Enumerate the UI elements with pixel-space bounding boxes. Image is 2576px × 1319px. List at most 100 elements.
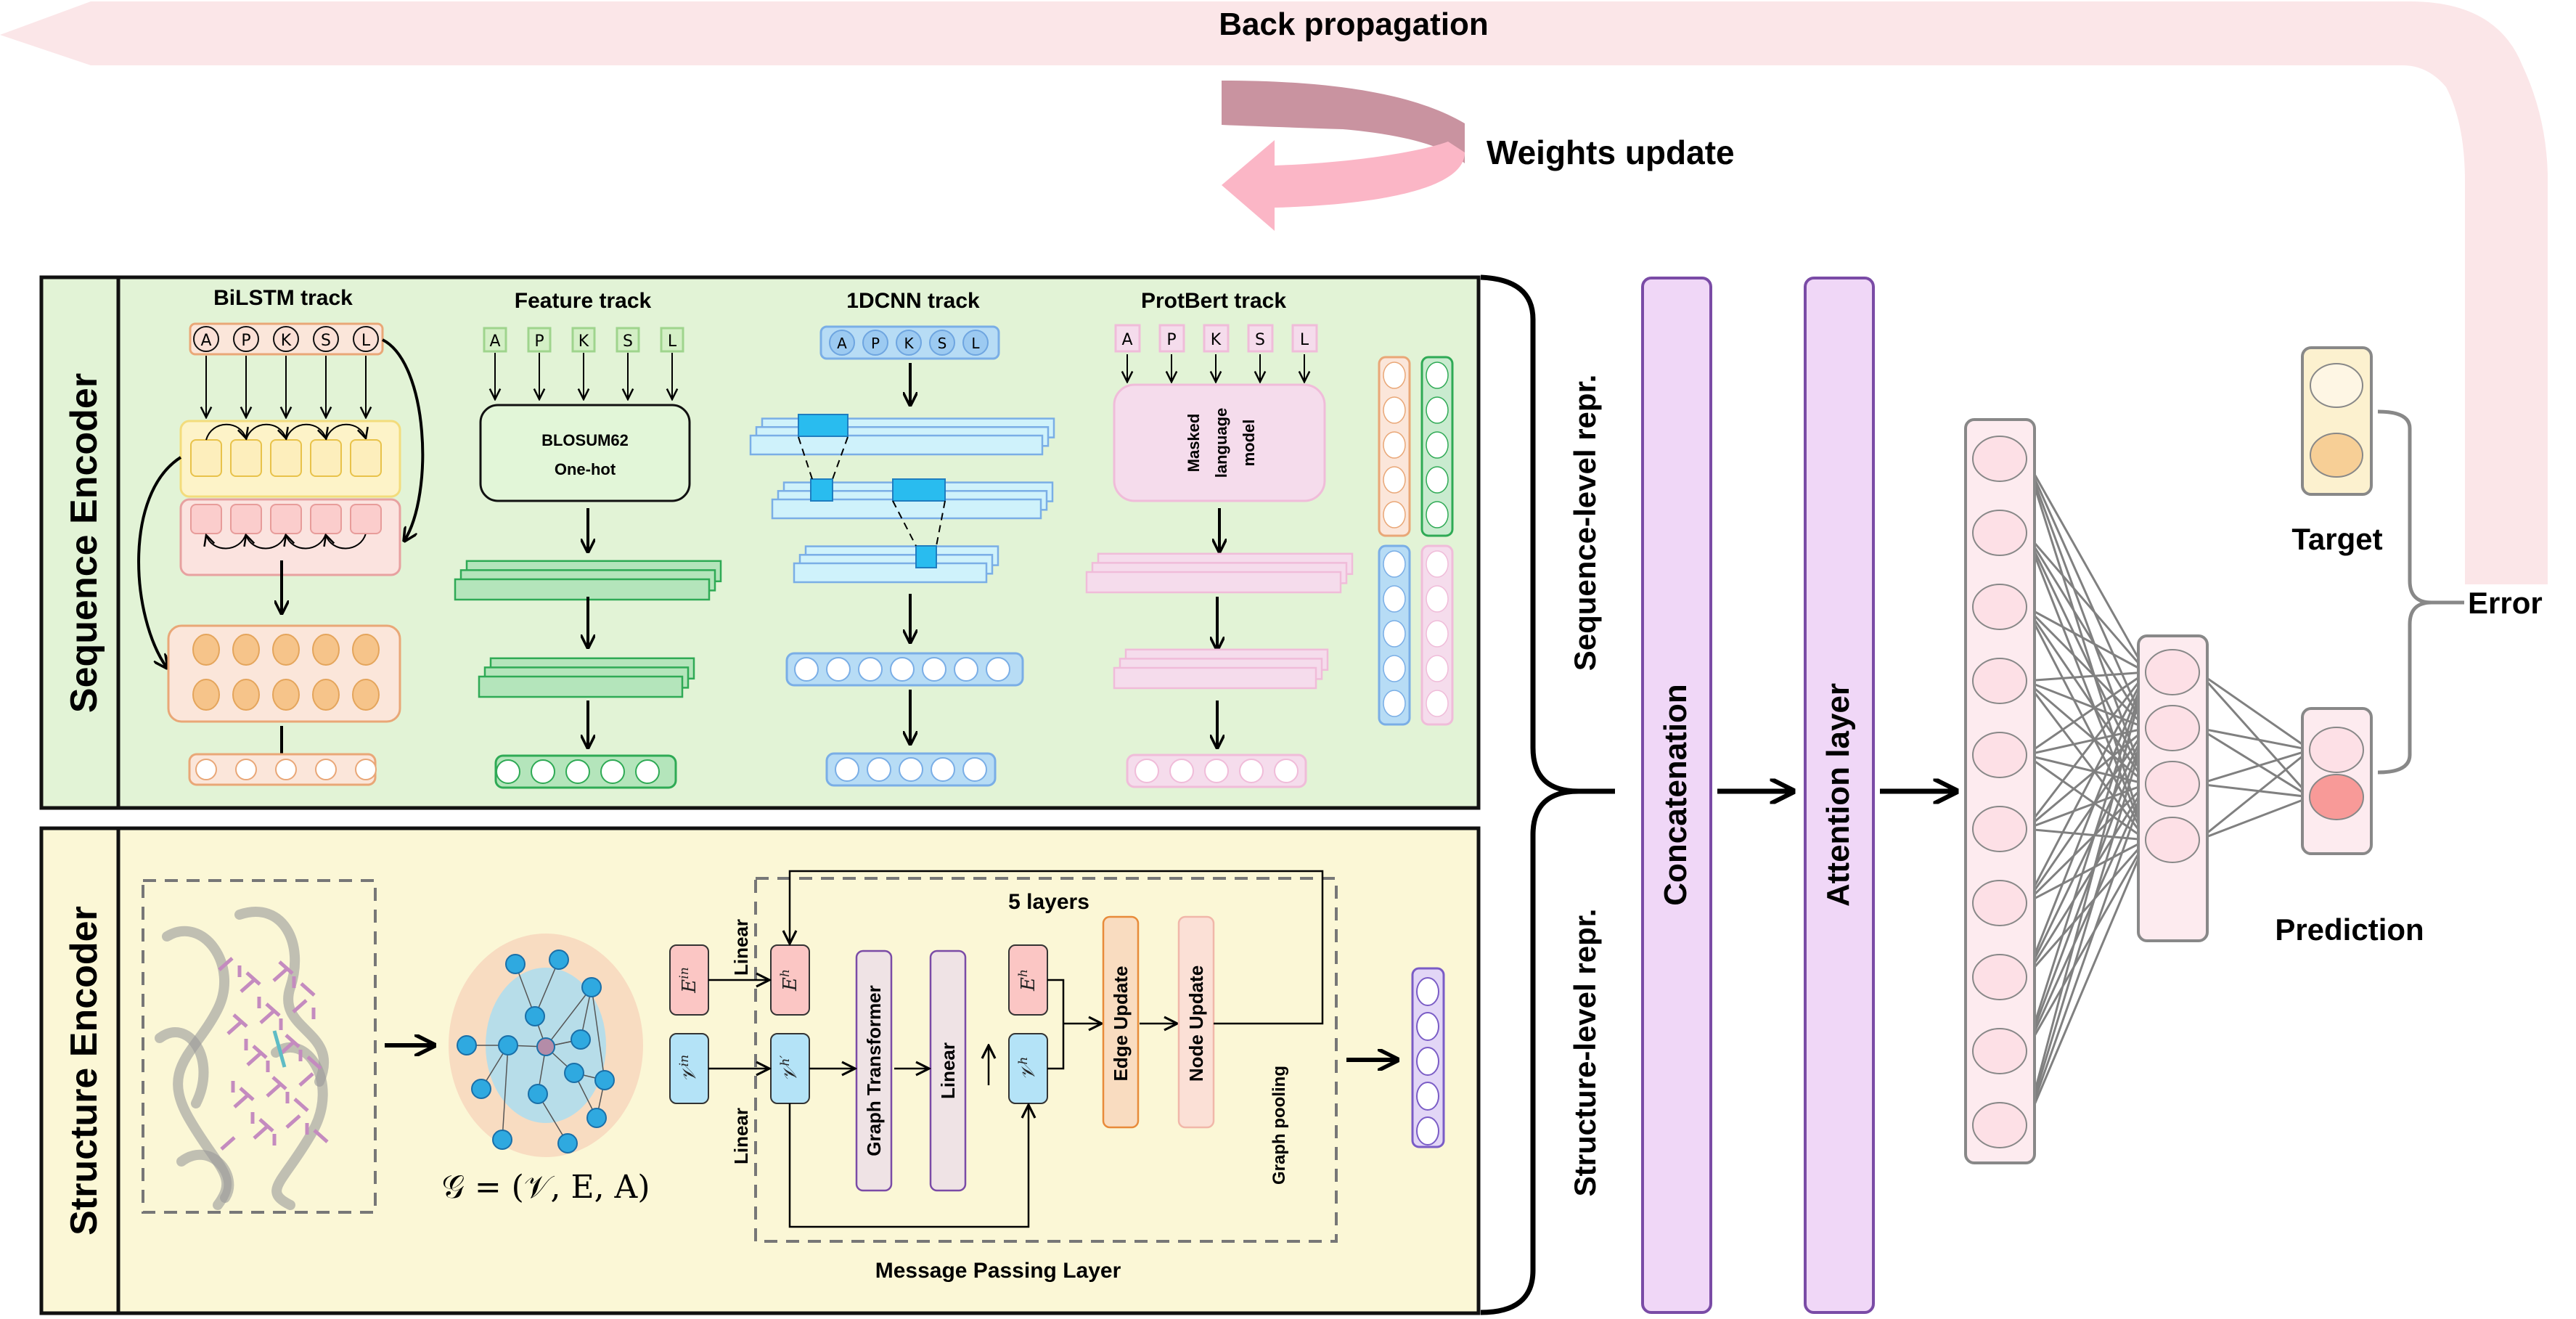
hidden-unit bbox=[312, 679, 340, 711]
graph-edge bbox=[591, 987, 605, 1081]
attention-layer: Attention layer bbox=[1804, 277, 1875, 1314]
svg-text:𝒱h′: 𝒱h′ bbox=[778, 1055, 801, 1082]
onehot-label: One-hot bbox=[555, 460, 616, 478]
mlp-connection bbox=[2024, 532, 2148, 729]
svg-text:Node Update: Node Update bbox=[1185, 965, 1207, 1082]
mlp-connection bbox=[2024, 606, 2148, 785]
vector-unit bbox=[1383, 396, 1406, 424]
mlm-line2: language bbox=[1212, 408, 1230, 478]
mlp-connection bbox=[2024, 606, 2148, 841]
residue-label: K bbox=[281, 332, 292, 350]
bilstm-track-title: BiLSTM track bbox=[213, 286, 353, 310]
residue-label: L bbox=[361, 332, 371, 350]
svg-text:Ein: Ein bbox=[677, 967, 700, 993]
forward-link bbox=[325, 423, 366, 440]
weights-update-arrow-back bbox=[1222, 81, 1465, 163]
output-unit bbox=[496, 759, 520, 784]
residue-circle bbox=[313, 326, 339, 352]
mlp-connection bbox=[2024, 839, 2148, 1052]
output-unit bbox=[600, 759, 625, 784]
ligand-stick bbox=[220, 1136, 236, 1151]
mlp-connection bbox=[2025, 754, 2147, 841]
back-propagation-label: Back propagation bbox=[1219, 7, 1489, 42]
residue-label: A bbox=[200, 332, 211, 350]
output-unit bbox=[1239, 759, 1264, 783]
vector-unit bbox=[1383, 466, 1406, 494]
mlp-connection bbox=[2024, 839, 2148, 978]
weights-update-arrow-front bbox=[1222, 140, 1465, 231]
edge-hidden-node-2: Eh bbox=[1008, 944, 1048, 1016]
residue-box bbox=[1291, 324, 1318, 353]
output-unit bbox=[1416, 1047, 1439, 1076]
vector-unit bbox=[1426, 466, 1449, 494]
residue-label: K bbox=[578, 332, 589, 351]
blosum62-label: BLOSUM62 bbox=[541, 431, 629, 449]
track-output-vectors bbox=[1378, 356, 1454, 726]
representation-brace bbox=[1480, 274, 1615, 1315]
mlp-neuron bbox=[1972, 510, 2027, 556]
receptive-field-line bbox=[832, 436, 849, 480]
graph-edge bbox=[545, 987, 592, 1048]
hidden-unit bbox=[352, 634, 380, 666]
weights-update-arrow: Weights update bbox=[1222, 81, 1735, 231]
vector-unit bbox=[1426, 620, 1449, 648]
residue-box bbox=[616, 327, 640, 353]
ligand-stick bbox=[218, 957, 234, 971]
hidden-unit bbox=[312, 634, 340, 666]
graph-node bbox=[586, 1108, 607, 1128]
mlp-neuron bbox=[1972, 658, 2027, 704]
residue-label: P bbox=[534, 332, 544, 351]
lstm-backward-cell bbox=[270, 504, 302, 534]
bilstm-hidden-box bbox=[167, 624, 401, 723]
residue-box bbox=[1158, 324, 1185, 353]
graph-node bbox=[471, 1079, 491, 1099]
graph-node bbox=[525, 1006, 545, 1026]
mlp-connection bbox=[2198, 671, 2311, 751]
residue-label: L bbox=[1300, 331, 1309, 349]
svg-text:Eh: Eh bbox=[778, 969, 801, 992]
ligand-stick bbox=[313, 1129, 329, 1143]
residue-circle bbox=[353, 326, 379, 352]
ligand-stick bbox=[258, 1118, 274, 1132]
graph-illustration bbox=[449, 934, 643, 1157]
svg-text:Eh: Eh bbox=[1016, 969, 1039, 992]
ligand-stick bbox=[245, 971, 261, 986]
ligand-stick bbox=[233, 1094, 249, 1108]
receptive-field-line bbox=[892, 500, 917, 547]
mlp-neuron bbox=[1972, 1102, 2027, 1148]
target-label: Target bbox=[2291, 522, 2382, 556]
graph-node bbox=[505, 954, 526, 974]
lstm-forward-cell bbox=[350, 439, 382, 477]
ligand-stick bbox=[271, 1076, 287, 1090]
mlp-connection bbox=[2025, 679, 2147, 785]
forward-link bbox=[285, 423, 326, 440]
feature-unit bbox=[986, 657, 1010, 682]
residue-label: P bbox=[1166, 331, 1176, 349]
residue-box bbox=[1203, 324, 1230, 353]
feature-unit bbox=[922, 657, 946, 682]
vector-unit bbox=[1383, 362, 1406, 389]
mlp-connection bbox=[2024, 783, 2148, 1126]
five-layers-label: 5 layers bbox=[1008, 890, 1089, 914]
mlp-connection bbox=[2024, 458, 2148, 673]
mlp-connection bbox=[2025, 838, 2147, 904]
mlp-connection bbox=[2024, 458, 2148, 841]
vector-unit bbox=[1426, 501, 1449, 528]
residue-label: A bbox=[1121, 331, 1132, 349]
lstm-backward-cell bbox=[190, 504, 222, 534]
ligand-stick bbox=[252, 1045, 268, 1059]
vector-unit bbox=[1383, 585, 1406, 613]
mlp-connection bbox=[2198, 727, 2311, 799]
graph-edge bbox=[534, 959, 560, 1017]
graph-node bbox=[492, 1130, 512, 1150]
hidden-unit bbox=[352, 679, 380, 711]
protein-structure-image bbox=[142, 879, 377, 1214]
output-unit bbox=[1134, 759, 1159, 783]
hidden-unit bbox=[192, 634, 220, 666]
output-unit bbox=[1169, 759, 1194, 783]
lstm-backward-cell bbox=[310, 504, 342, 534]
graph-node bbox=[594, 1070, 615, 1090]
lstm-forward-cell bbox=[190, 439, 222, 477]
protein-ribbon bbox=[155, 1027, 209, 1108]
